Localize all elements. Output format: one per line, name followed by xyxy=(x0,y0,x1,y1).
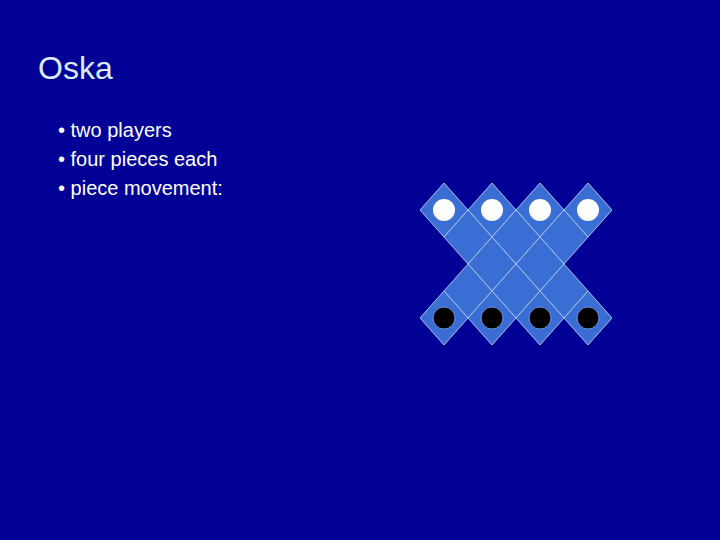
black-piece xyxy=(577,307,599,329)
white-piece xyxy=(481,199,503,221)
bullet-point: • four pieces each xyxy=(58,148,217,171)
white-pieces xyxy=(433,199,599,221)
board-cell xyxy=(468,291,516,345)
bullet-point: • two players xyxy=(58,119,172,142)
black-pieces xyxy=(433,307,599,329)
white-piece xyxy=(577,199,599,221)
board-cells xyxy=(420,183,612,345)
black-piece xyxy=(481,307,503,329)
slide-title: Oska xyxy=(38,50,113,87)
bullet-point: • piece movement: xyxy=(58,177,223,200)
board-cell xyxy=(564,291,612,345)
board-cell xyxy=(420,291,468,345)
black-piece xyxy=(529,307,551,329)
white-piece xyxy=(433,199,455,221)
white-piece xyxy=(529,199,551,221)
black-piece xyxy=(433,307,455,329)
board-cell xyxy=(516,291,564,345)
